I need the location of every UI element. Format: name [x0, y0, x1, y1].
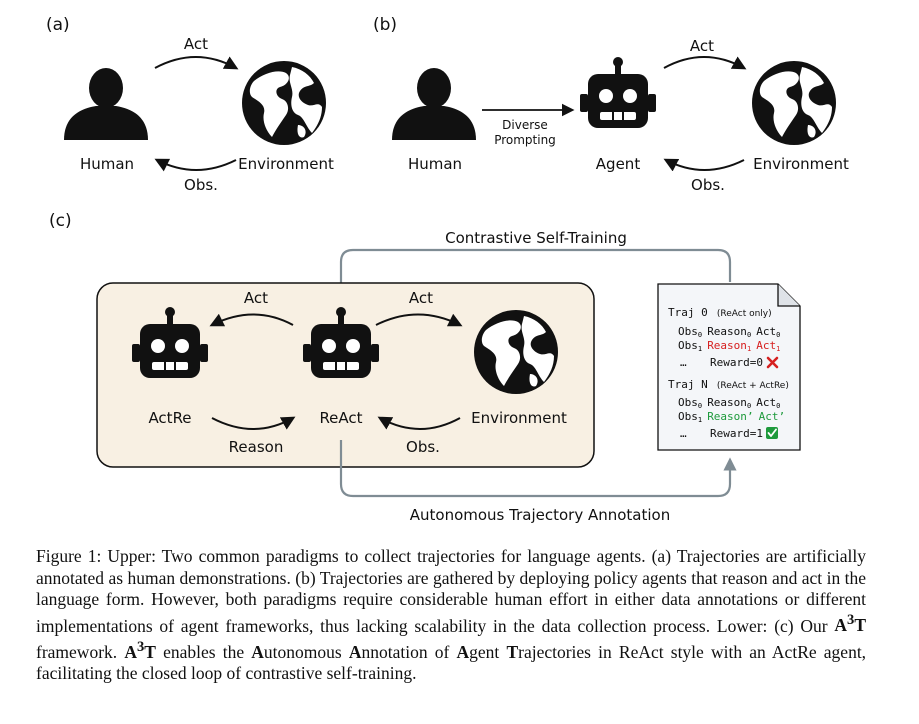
caption-bold-a2: A — [348, 641, 362, 662]
traj0-note: (ReAct only) — [717, 309, 772, 319]
caption-bold-a1: A — [251, 641, 264, 662]
reason-label: Reason — [229, 438, 284, 456]
traj0-reward: Reward=0 — [710, 356, 763, 369]
a3t-name-2: A3T — [124, 638, 156, 662]
trajectory-document: Traj 0 (ReAct only) Obs0 Reason0 Act0 Ob… — [657, 283, 801, 451]
caption-text-4: rajectories in ReAct style with an ActRe… — [36, 641, 867, 684]
panel-b-human-label: Human — [408, 155, 462, 173]
actre-label: ActRe — [148, 409, 191, 427]
panel-b-act-arrow — [663, 56, 747, 70]
trajN-note: (ReAct + ActRe) — [717, 381, 789, 391]
figure-caption: Figure 1: Upper: Two common paradigms to… — [36, 546, 866, 685]
panel-b-obs-arrow — [663, 158, 745, 172]
human-icon — [64, 68, 148, 140]
panel-a-act-arrow — [154, 56, 239, 70]
check-mark-icon — [766, 427, 778, 439]
panel-a-obs-label: Obs. — [184, 176, 218, 194]
caption-bold-a3: A — [456, 641, 470, 662]
obs-arrow — [377, 416, 461, 430]
autonomous-annotation-label: Autonomous Trajectory Annotation — [410, 506, 670, 524]
react-label: ReAct — [319, 409, 362, 427]
panel-a-environment-label: Environment — [238, 155, 334, 173]
panel-b-agent-label: Agent — [596, 155, 641, 173]
figure-diagram: (a) Human Environment Act Obs. (b) Human… — [46, 15, 849, 524]
obs-label: Obs. — [406, 438, 440, 456]
trajN-title-line: Traj N (ReAct + ActRe) — [668, 373, 789, 392]
panel-c-environment-label: Environment — [471, 409, 567, 427]
panel-a-tag: (a) — [46, 15, 70, 35]
prompting-label-line1: Diverse — [502, 118, 548, 132]
traj0-title: Traj 0 — [668, 306, 708, 319]
traj0-title-line: Traj 0 (ReAct only) — [668, 301, 772, 320]
trajN-title: Traj N — [668, 378, 708, 391]
act-right-arrow — [375, 313, 463, 327]
panel-b-environment-label: Environment — [753, 155, 849, 173]
caption-word-agent: gent — [469, 641, 500, 662]
caption-bold-t: T — [506, 641, 519, 662]
panel-a-act-label: Act — [184, 35, 208, 53]
act-right-label: Act — [409, 289, 433, 307]
panel-b-act-label: Act — [690, 37, 714, 55]
act-left-label: Act — [244, 289, 268, 307]
caption-word-autonomous: utonomous — [263, 641, 342, 662]
human-icon — [392, 68, 476, 140]
globe-icon — [242, 61, 326, 145]
robot-icon — [580, 57, 656, 128]
globe-icon — [474, 310, 558, 394]
trajN-row0: Obs0 Reason0 Act0 — [678, 393, 780, 412]
panel-a-obs-arrow — [154, 158, 237, 172]
caption-word-annotation: nnotation of — [361, 641, 450, 662]
panel-b-obs-label: Obs. — [691, 176, 725, 194]
traj0-row0: Obs0 Reason0 Act0 — [678, 322, 780, 341]
caption-text-1: Figure 1: Upper: Two common paradigms to… — [36, 546, 866, 636]
trajN-reward: Reward=1 — [710, 427, 763, 440]
traj0-row1: Obs1 Reason1 Act1 — [678, 336, 780, 355]
act-left-arrow — [209, 313, 294, 327]
trajN-row1: Obs1 Reason’ Act’ — [678, 405, 785, 426]
caption-text-3: enables the — [163, 641, 245, 662]
reason-arrow — [211, 416, 296, 430]
panel-c-tag: (c) — [49, 211, 72, 231]
contrastive-self-training-arrow — [334, 248, 732, 305]
contrastive-self-training-label: Contrastive Self-Training — [445, 229, 627, 247]
autonomous-annotation-arrow — [339, 440, 737, 498]
a3t-name-1: A3T — [834, 612, 867, 636]
prompting-label-line2: Prompting — [494, 133, 556, 147]
cross-mark-icon — [766, 356, 779, 369]
panel-b-tag: (b) — [373, 15, 397, 35]
panel-a-human-label: Human — [80, 155, 134, 173]
globe-icon — [752, 61, 836, 145]
traj0-dots: … — [680, 356, 687, 369]
caption-text-2: framework. — [36, 641, 118, 662]
trajN-dots: … — [680, 427, 687, 440]
